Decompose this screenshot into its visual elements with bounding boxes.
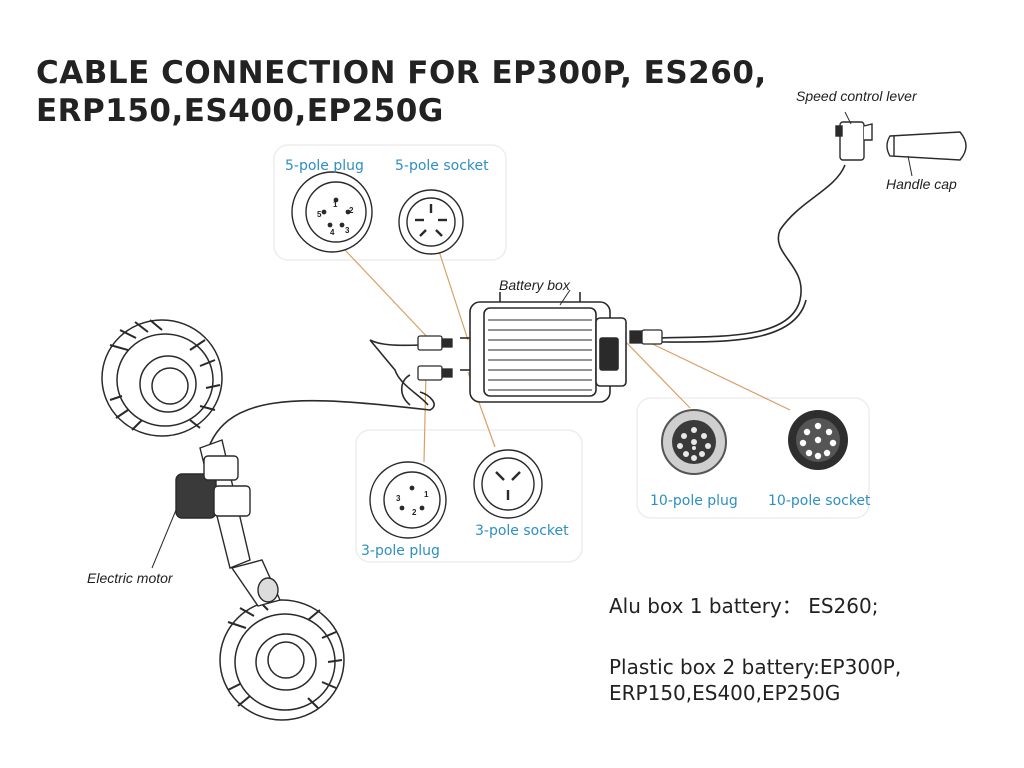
ten-pole-panel xyxy=(636,397,870,519)
page-title: CABLE CONNECTION FOR EP300P, ES260, ERP1… xyxy=(36,54,767,130)
speed-lever-drawing xyxy=(835,111,873,161)
ten-pole-plug-label: 10-pole plug xyxy=(650,493,738,509)
plastic-box-note-line-1: Plastic box 2 battery:EP300P, xyxy=(609,655,902,679)
three-pole-panel xyxy=(355,429,583,563)
three-pole-pin-2: 2 xyxy=(412,508,417,517)
ten-pole-socket-drawing xyxy=(788,410,848,470)
speed-control-lever-label: Speed control lever xyxy=(796,88,917,104)
five-pole-pin-3: 3 xyxy=(345,226,350,235)
plastic-box-note-line-2: ERP150,ES400,EP250G xyxy=(609,681,841,705)
title-line-2: ERP150,ES400,EP250G xyxy=(36,93,444,129)
five-pole-plug-label: 5-pole plug xyxy=(285,158,364,174)
wheel-bottom-drawing xyxy=(219,599,345,721)
three-pole-socket-label: 3-pole socket xyxy=(475,523,569,539)
five-pole-socket-drawing xyxy=(398,189,464,255)
inline-connectors xyxy=(417,329,663,381)
battery-box-label: Battery box xyxy=(499,277,570,293)
label-leaders xyxy=(151,289,571,569)
five-pole-plug-drawing xyxy=(291,171,373,253)
five-pole-socket-label: 5-pole socket xyxy=(395,158,489,174)
three-pole-pin-3: 3 xyxy=(396,494,401,503)
three-pole-socket-drawing xyxy=(473,449,543,519)
handle-cap-drawing xyxy=(886,131,967,177)
ten-pole-socket-label: 10-pole socket xyxy=(768,493,871,509)
wheel-top-drawing xyxy=(101,319,223,437)
five-pole-pin-4: 4 xyxy=(330,228,335,237)
handle-cap-label: Handle cap xyxy=(886,176,957,192)
three-pole-pin-1: 1 xyxy=(424,490,429,499)
cables xyxy=(204,164,846,461)
five-pole-panel xyxy=(273,144,507,261)
alu-box-note: Alu box 1 battery： ES260; xyxy=(609,594,879,618)
five-pole-pin-1: 1 xyxy=(333,200,338,209)
title-line-1: CABLE CONNECTION FOR EP300P, ES260, xyxy=(36,55,767,91)
five-pole-pin-5: 5 xyxy=(317,210,322,219)
ten-pole-plug-drawing xyxy=(661,409,727,475)
three-pole-plug-label: 3-pole plug xyxy=(361,543,440,559)
battery-box-drawing xyxy=(460,292,627,403)
three-pole-plug-drawing xyxy=(369,461,447,539)
motor-axle-drawing xyxy=(175,439,281,607)
electric-motor-label: Electric motor xyxy=(87,570,173,586)
five-pole-pin-2: 2 xyxy=(349,206,354,215)
